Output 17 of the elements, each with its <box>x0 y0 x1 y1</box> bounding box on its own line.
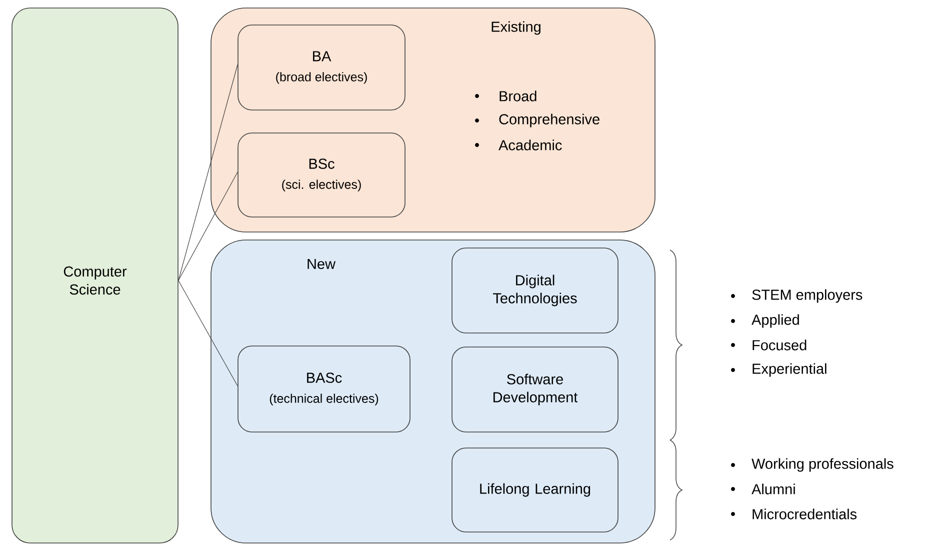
connector-line <box>178 172 238 281</box>
list-item: STEM employers <box>752 289 862 303</box>
program-box: Digital Technologies <box>452 248 618 334</box>
list-item: Applied <box>752 314 799 328</box>
list-item: Alumni <box>752 484 795 494</box>
program-box: BA (broad electives) <box>238 24 406 110</box>
program-box: Lifelong Learning <box>452 448 618 532</box>
list-item: Focused <box>752 340 806 350</box>
subject-box: Computer Science <box>12 8 178 544</box>
list-item: Microcredentials <box>752 508 857 520</box>
connector-line <box>178 64 238 281</box>
program-box: BSc (sci. electives) <box>238 132 406 218</box>
list-item: Working professionals <box>752 458 894 472</box>
program-box: BASc (technical electives) <box>238 346 410 432</box>
list-item: Experiential <box>752 363 826 377</box>
program-box: Software Development <box>452 346 618 432</box>
connector-line <box>178 280 238 386</box>
